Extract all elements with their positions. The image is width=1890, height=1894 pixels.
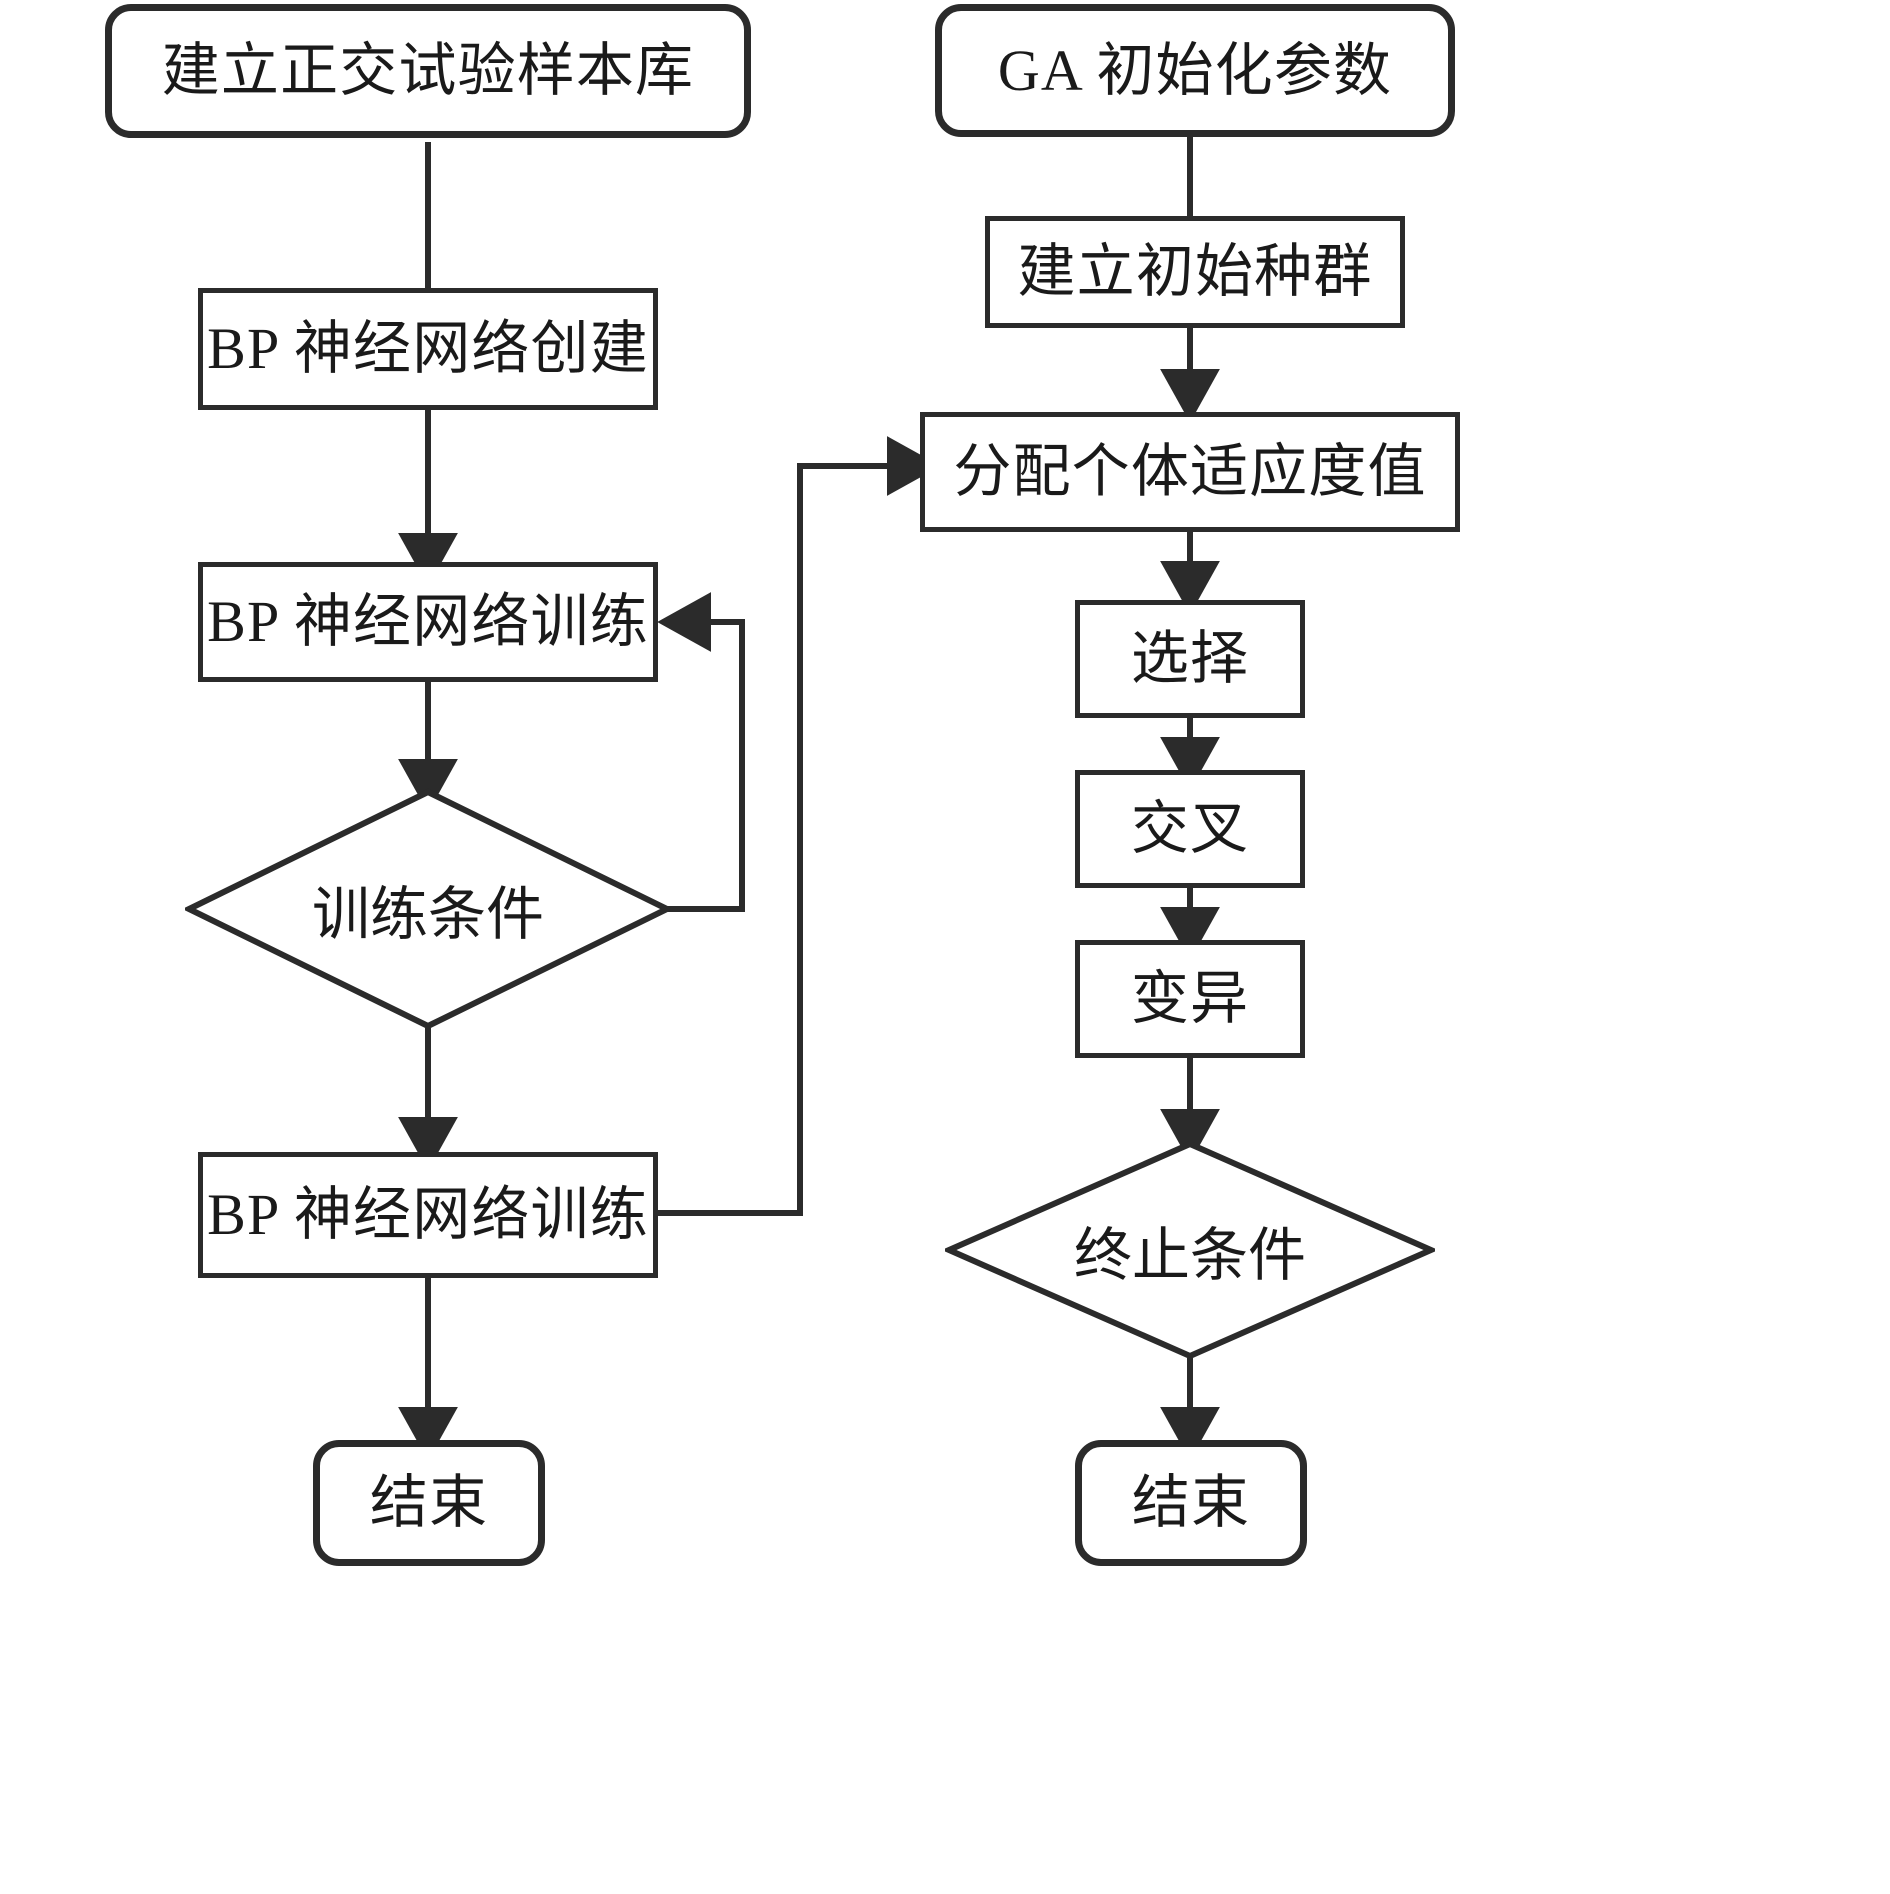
edge-diamond-loopback-to-train1	[657, 592, 745, 912]
node-training-condition[interactable]: 训练条件	[185, 788, 671, 1030]
node-ga-init-params[interactable]: GA 初始化参数	[935, 4, 1455, 137]
node-bp-train-2[interactable]: BP 神经网络训练	[198, 1152, 658, 1278]
node-selection[interactable]: 选择	[1075, 600, 1305, 718]
node-init-population[interactable]: 建立初始种群	[985, 216, 1405, 328]
node-termination-condition[interactable]: 终止条件	[945, 1140, 1435, 1360]
diamond-outline-termination	[945, 1140, 1435, 1360]
node-bp-train-1[interactable]: BP 神经网络训练	[198, 562, 658, 682]
node-training-condition-label: 训练条件	[311, 882, 544, 947]
edge-train2-to-assign-fitness	[658, 436, 941, 1216]
node-crossover[interactable]: 交叉	[1075, 770, 1305, 888]
node-assign-fitness[interactable]: 分配个体适应度值	[920, 412, 1460, 532]
node-mutation[interactable]: 变异	[1075, 940, 1305, 1058]
node-build-sample-library[interactable]: 建立正交试验样本库	[105, 4, 751, 138]
node-termination-condition-label: 终止条件	[1073, 1223, 1306, 1288]
node-end-left[interactable]: 结束	[313, 1440, 545, 1566]
node-bp-create[interactable]: BP 神经网络创建	[198, 288, 658, 410]
diamond-outline-training	[185, 788, 671, 1030]
node-end-right[interactable]: 结束	[1075, 1440, 1307, 1566]
